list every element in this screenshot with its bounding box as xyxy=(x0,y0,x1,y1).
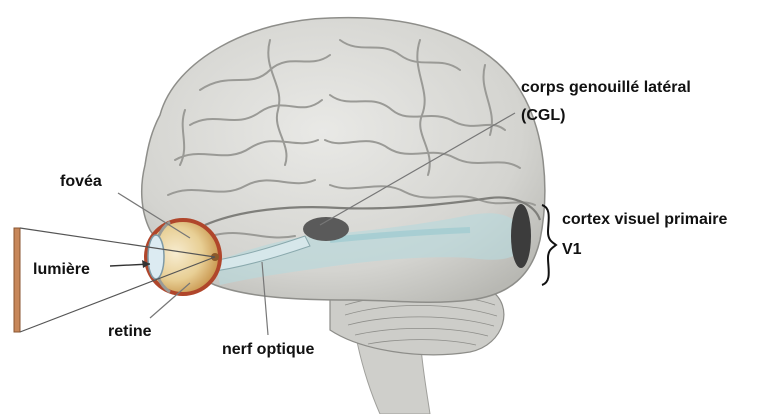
lumiere-label: lumière xyxy=(33,262,90,278)
cgl-label-line2: (CGL) xyxy=(521,108,565,124)
lgn-nucleus xyxy=(303,217,349,241)
retine-label: retine xyxy=(108,324,152,340)
cortex-label-line1: cortex visuel primaire xyxy=(562,212,727,228)
fovea-label: fovéa xyxy=(60,174,102,190)
light-source xyxy=(14,228,20,332)
light-arrow-icon xyxy=(110,260,150,268)
cortex-label-line2: V1 xyxy=(562,242,582,258)
cgl-label-line1: corps genouillé latéral xyxy=(521,80,691,96)
eye xyxy=(146,220,220,294)
nerf-optique-label: nerf optique xyxy=(222,342,314,358)
v1-cortex xyxy=(511,204,531,268)
